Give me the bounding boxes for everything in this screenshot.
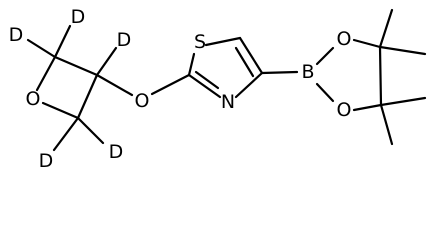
bond xyxy=(53,24,72,59)
atom-label-deuterium: D xyxy=(71,6,86,28)
bond xyxy=(26,38,57,59)
atom-label-boron: B xyxy=(301,61,314,83)
bond xyxy=(95,46,118,77)
atom-label-deuterium: D xyxy=(9,24,24,46)
bond xyxy=(53,55,99,77)
bond xyxy=(52,116,80,152)
bond xyxy=(378,8,394,49)
bond xyxy=(187,73,222,99)
atom-label-nitrogen: N xyxy=(221,91,235,113)
atom-label-deuterium: D xyxy=(39,150,54,172)
bond xyxy=(315,82,335,103)
atom-label-boronate-oxygen: O xyxy=(337,99,352,121)
molecule-structure: D D D D D O O S N B O O xyxy=(9,6,427,172)
bond xyxy=(379,96,427,107)
bond xyxy=(260,70,299,75)
bond xyxy=(379,103,394,146)
bond xyxy=(234,46,255,78)
atom-label-sulfur: S xyxy=(194,31,206,53)
bond xyxy=(194,70,220,90)
atom-label-deuterium: D xyxy=(117,29,132,51)
atom-label-deuterium: D xyxy=(109,141,124,163)
bond xyxy=(234,71,264,99)
bond xyxy=(315,46,335,66)
bond xyxy=(187,52,196,77)
atom-label-oxetane-oxygen: O xyxy=(26,88,41,110)
bonds xyxy=(26,8,427,152)
bond xyxy=(204,36,242,47)
bond xyxy=(41,101,80,120)
bond xyxy=(76,73,99,120)
atom-label-boronate-oxygen: O xyxy=(337,28,352,50)
atom-label-ether-oxygen: O xyxy=(135,90,150,112)
bond xyxy=(35,55,57,92)
bond xyxy=(150,73,191,96)
bond xyxy=(95,73,134,97)
bond xyxy=(238,36,264,75)
bond xyxy=(378,45,383,107)
atom-labels: D D D D D O O S N B O O xyxy=(9,6,352,172)
bond xyxy=(76,116,105,145)
bond xyxy=(352,38,382,49)
bond xyxy=(352,103,383,112)
bond xyxy=(378,45,427,56)
